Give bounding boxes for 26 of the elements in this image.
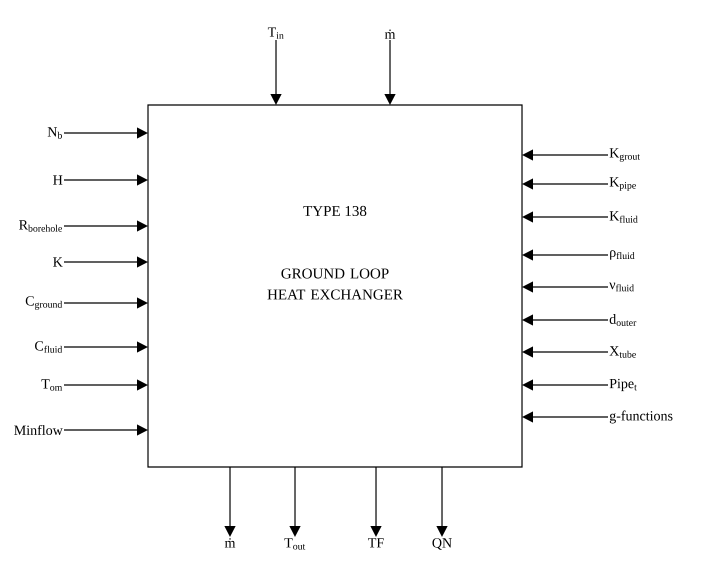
variable-label: g-functions xyxy=(610,410,672,424)
variable-label: T$_{in}$ xyxy=(268,27,284,39)
variable-label: K$_{fluid}$ xyxy=(610,211,638,223)
variable-label: ṁ xyxy=(384,30,396,39)
variable-label: K$_{pipe}$ xyxy=(610,177,636,191)
variable-label: N$_{b}$ xyxy=(48,127,62,139)
variable-label: C$_{fluid}$ xyxy=(35,341,62,353)
variable-label: Minflow xyxy=(14,425,63,435)
variable-label: QN xyxy=(432,538,452,550)
variable-label: K$_{grout}$ xyxy=(610,148,640,162)
variable-label: ν$_{fluid}$ xyxy=(609,282,634,292)
variable-label: R$_{borehole}$ xyxy=(19,220,62,232)
variable-label: d$_{outer}$ xyxy=(610,314,636,326)
variable-label: ṁ xyxy=(224,538,236,548)
component-box xyxy=(147,104,523,468)
variable-label: TF xyxy=(368,538,384,548)
variable-label: K xyxy=(53,257,63,267)
variable-label: ρ$_{fluid}$ xyxy=(610,250,635,260)
variable-label: Pipe$_{t}$ xyxy=(610,378,637,392)
variable-label: T$_{out}$ xyxy=(284,538,306,550)
variable-label: X$_{tube}$ xyxy=(610,346,636,358)
variable-label: T$_{om}$ xyxy=(41,379,62,391)
component-title: TYPE 138 xyxy=(303,206,366,216)
variable-label: C$_{ground}$ xyxy=(26,296,62,310)
variable-label: H xyxy=(53,175,62,185)
component-description: GROUND LOOP HEAT EXCHANGER xyxy=(268,268,403,300)
